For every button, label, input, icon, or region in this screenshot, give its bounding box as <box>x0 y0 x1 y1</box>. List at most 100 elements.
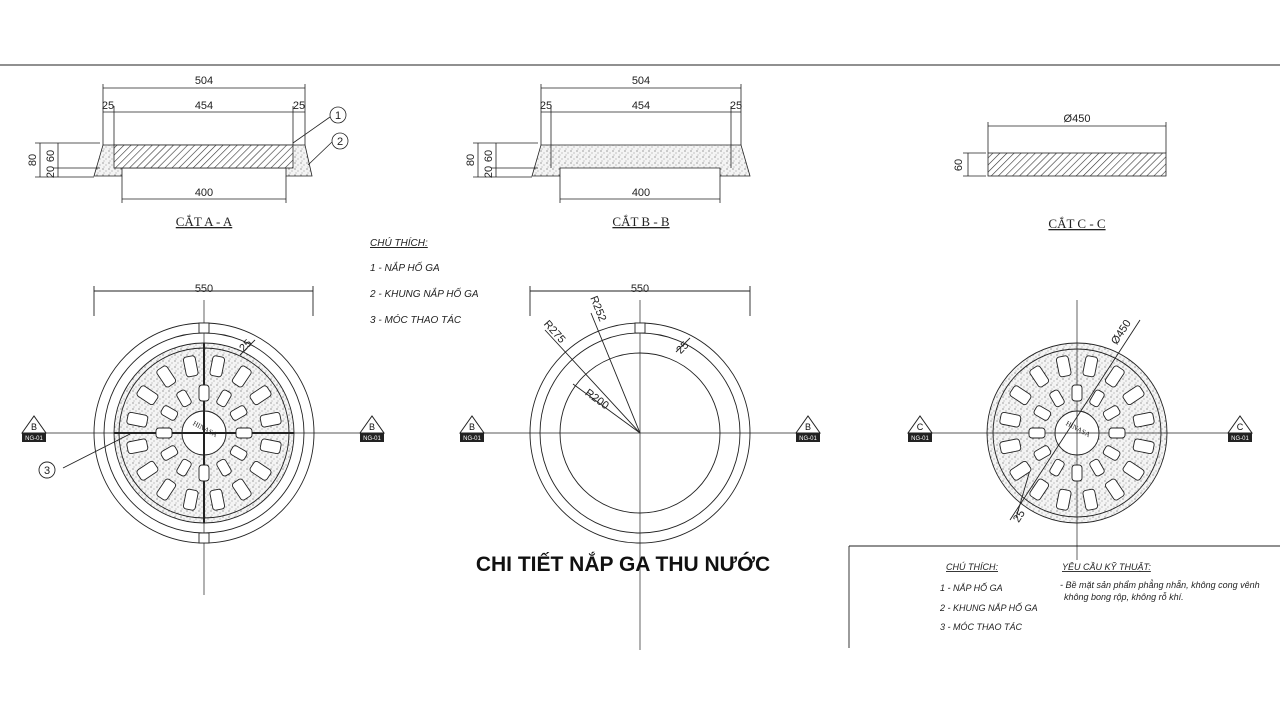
plan-c-view <box>915 300 1240 560</box>
plan-c-dim-diam: Ø450 <box>1109 318 1134 347</box>
drawing-title: CHI TIẾT NẮP GA THU NƯỚC <box>476 552 770 576</box>
plan-a-view <box>30 286 375 595</box>
section-a-label: CẮT A - A <box>176 214 233 229</box>
section-a-dim-h-a: 20 <box>45 166 57 178</box>
cover-slot <box>249 460 272 481</box>
section-a-dim-mid: 454 <box>195 100 213 112</box>
cover-slot <box>1049 458 1065 477</box>
cover-slot <box>1049 389 1065 408</box>
section-a-view <box>35 84 349 203</box>
plan-c-marker-left-letter: C <box>917 422 924 432</box>
cover-slot <box>156 365 177 388</box>
plan-b-marker-left-letter: B <box>469 422 475 432</box>
section-c-label: CẮT C - C <box>1048 216 1105 231</box>
plan-a-dim-width: 550 <box>195 283 213 295</box>
plan-a-marker-left-letter: B <box>31 422 37 432</box>
cover-slot <box>1055 355 1072 378</box>
cover-slot <box>1071 464 1083 482</box>
cover-slot <box>209 488 226 511</box>
cover-slot <box>198 384 210 402</box>
cover-slot <box>1029 365 1050 388</box>
cover-slot <box>182 488 199 511</box>
cover-slot <box>259 411 282 428</box>
section-b-dim-right: 25 <box>730 100 742 112</box>
plan-a-marker-right <box>359 415 385 442</box>
legend-box-item-1: 1 - NẮP HỐ GA <box>940 582 1003 593</box>
cover-slot <box>1082 488 1099 511</box>
plan-b-marker-right-letter: B <box>805 422 811 432</box>
cover-slot <box>1104 478 1125 501</box>
section-b-dim-h-a: 20 <box>483 166 495 178</box>
plan-b-dim-width: 550 <box>631 283 649 295</box>
cover-slot <box>1033 405 1052 421</box>
section-b-dim-h-total: 80 <box>465 154 477 166</box>
section-b-dim-top: 504 <box>632 75 650 87</box>
plan-a-marker-right-sheet: NG-01 <box>363 436 381 442</box>
section-a-dim-h-b: 60 <box>45 150 57 162</box>
cover-slot <box>156 478 177 501</box>
cover-slot <box>231 478 252 501</box>
section-b-view <box>473 84 751 203</box>
cover-slot <box>1082 355 1099 378</box>
cover-slot <box>1029 478 1050 501</box>
cover-slot <box>160 405 179 421</box>
cover-slot <box>231 365 252 388</box>
legend-item-3: 3 - MÓC THAO TÁC <box>370 313 462 326</box>
requirements-heading: YÊU CẦU KỸ THUẬT: <box>1062 562 1151 572</box>
callout-2: 2 <box>337 136 343 148</box>
plan-c-dim-small: 25 <box>1011 508 1028 525</box>
cover-slot <box>216 389 232 408</box>
cover-slot <box>136 460 159 481</box>
plan-a-marker-right-letter: B <box>369 422 375 432</box>
callout-1: 1 <box>335 110 341 122</box>
legend-heading: CHÚ THÍCH: <box>370 236 428 249</box>
cover-slot <box>1089 458 1105 477</box>
requirements-line-1: - Bề mặt sản phẩm phẳng nhẵn, không cong… <box>1060 579 1260 590</box>
cover-slot <box>176 389 192 408</box>
section-a-dim-h-total: 80 <box>27 154 39 166</box>
cover-slot <box>999 438 1022 455</box>
plan-b-view <box>470 286 810 650</box>
cover-slot <box>182 355 199 378</box>
cover-slot <box>249 385 272 406</box>
plan-b-dim-small: 25 <box>674 339 691 356</box>
section-a-dim-right: 25 <box>293 100 305 112</box>
cover-slot <box>1122 460 1145 481</box>
cover-slot <box>1132 438 1155 455</box>
section-c-dim-diam: Ø450 <box>1064 113 1091 125</box>
section-a-dim-bottom: 400 <box>195 187 213 199</box>
section-b-dim-left: 25 <box>540 100 552 112</box>
section-b-dim-mid: 454 <box>632 100 650 112</box>
cover-slot <box>209 355 226 378</box>
cover-slot <box>229 445 248 461</box>
plan-c-marker-right <box>1227 415 1253 442</box>
plan-c-slots <box>999 355 1155 511</box>
cover-slot <box>1028 427 1046 439</box>
cover-slot <box>126 438 149 455</box>
cover-slot <box>126 411 149 428</box>
cover-slot <box>1033 445 1052 461</box>
plan-b-marker-right <box>795 415 821 442</box>
requirements-line-2: không bong rộp, không rỗ khí. <box>1064 592 1184 602</box>
section-b-dim-bottom: 400 <box>632 187 650 199</box>
cover-slot <box>999 411 1022 428</box>
plan-b-marker-right-sheet: NG-01 <box>799 436 817 442</box>
legend-box-item-3: 3 - MÓC THAO TÁC <box>940 622 1023 632</box>
plan-c-marker-left <box>907 415 933 442</box>
cover-slot <box>1132 411 1155 428</box>
legend-box-heading: CHÚ THÍCH: <box>946 562 998 572</box>
cover-slot <box>259 438 282 455</box>
section-b-label: CẮT B - B <box>612 214 670 229</box>
cover-slot <box>229 405 248 421</box>
plan-a-slots <box>126 355 282 511</box>
plan-b-marker-left <box>459 415 485 442</box>
cover-slot <box>1104 365 1125 388</box>
plan-c-marker-left-sheet: NG-01 <box>911 436 929 442</box>
plan-c-marker-right-sheet: NG-01 <box>1231 436 1249 442</box>
plan-b-r275: R275 <box>541 318 568 346</box>
section-a-dim-left: 25 <box>102 100 114 112</box>
callout-3: 3 <box>44 465 50 477</box>
legend-box-item-2: 2 - KHUNG NẮP HỐ GA <box>939 602 1038 613</box>
cover-slot <box>1055 488 1072 511</box>
